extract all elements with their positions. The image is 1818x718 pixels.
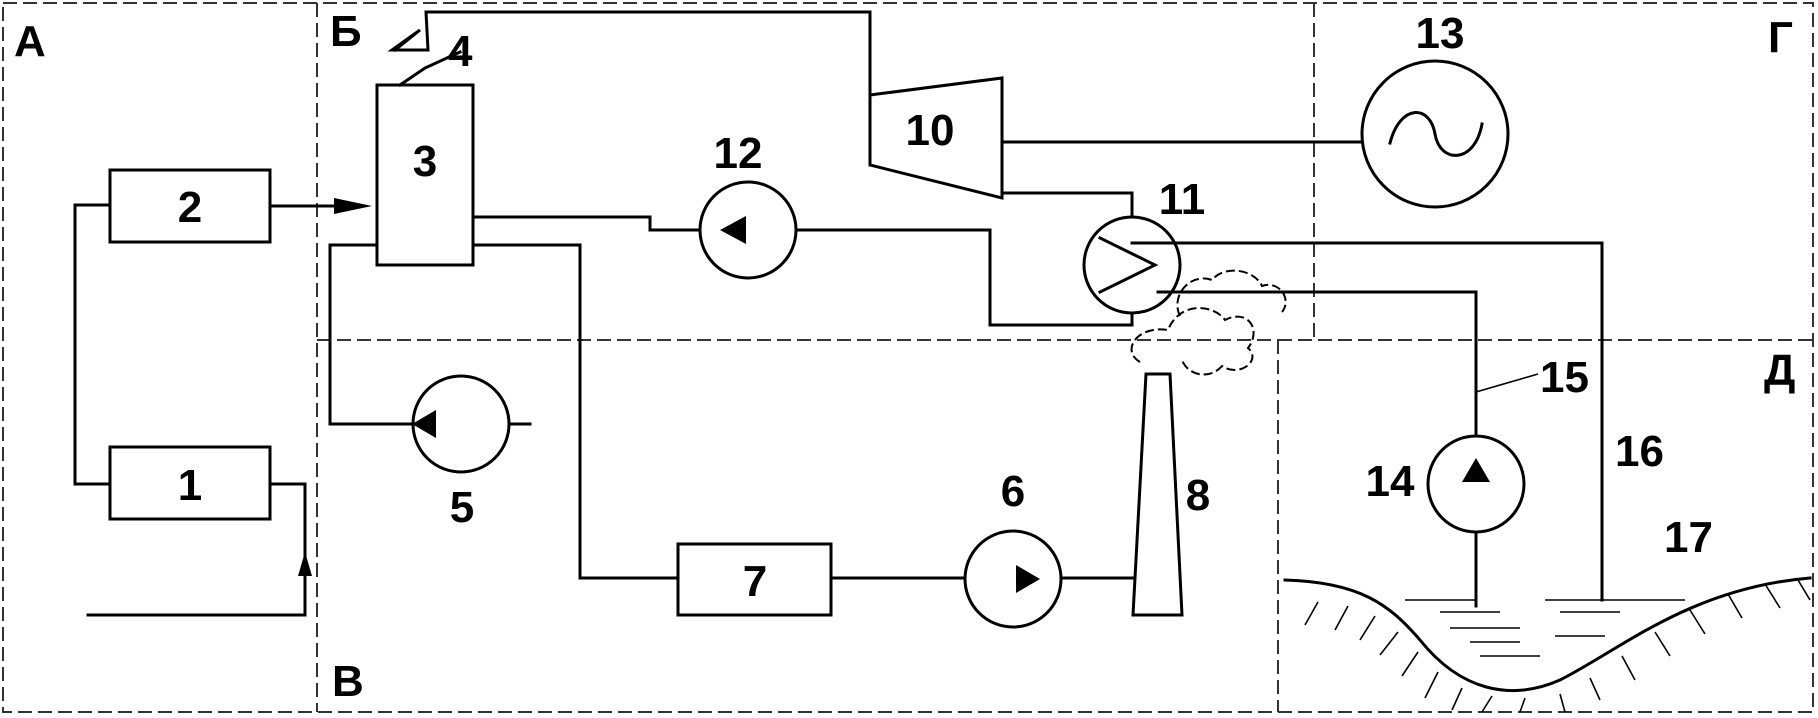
exhauster-6-arrow	[1016, 565, 1040, 593]
pump-12	[698, 180, 798, 280]
exhaust-10-11	[1000, 191, 1134, 220]
smoke-lower	[1130, 307, 1255, 376]
label-11: 11	[1159, 175, 1206, 224]
condensate-line	[793, 228, 1134, 327]
condenser-11	[1082, 215, 1182, 315]
flue-line-3-7	[471, 243, 680, 580]
filter-7	[676, 542, 833, 617]
label-4: 4	[448, 27, 473, 76]
fan-5-arrow	[412, 410, 436, 438]
label-4-leader	[397, 50, 462, 88]
boiler-3	[375, 83, 475, 267]
label-3: 3	[413, 137, 437, 186]
pump-14-arrow	[1462, 458, 1490, 482]
label-15-leader	[1475, 373, 1539, 393]
label-2: 2	[178, 183, 202, 232]
label-6: 6	[1001, 467, 1025, 516]
turbine-10	[868, 76, 1004, 200]
condenser-coil	[1097, 235, 1159, 295]
input-to-1	[86, 482, 307, 617]
label-12: 12	[714, 129, 763, 178]
reservoir-bed	[1283, 576, 1812, 692]
arrow-input-1	[298, 552, 312, 576]
label-14: 14	[1366, 457, 1415, 506]
block-1	[108, 445, 272, 521]
zone-label-a: А	[14, 17, 46, 66]
pump-12-arrow	[720, 216, 746, 244]
water-lines	[1405, 599, 1685, 657]
label-16: 16	[1615, 427, 1664, 476]
ground-hatching	[1304, 579, 1811, 713]
label-8: 8	[1186, 471, 1210, 520]
block-2	[108, 168, 272, 244]
zone-label-g: Г	[1768, 13, 1793, 62]
cooling-line-16	[1130, 241, 1604, 534]
label-1: 1	[178, 461, 202, 510]
cooling-line-15	[1156, 290, 1478, 438]
label-5: 5	[450, 483, 474, 532]
label-10: 10	[906, 106, 955, 155]
air-line-5	[328, 243, 417, 426]
arrow-2-3	[334, 198, 372, 214]
link-1-2	[73, 203, 112, 486]
smoke-upper	[1176, 269, 1287, 317]
label-7: 7	[743, 557, 767, 606]
sine-icon	[1388, 111, 1484, 157]
chimney-8	[1131, 372, 1184, 617]
label-13: 13	[1416, 9, 1465, 58]
zone-label-b: Б	[330, 7, 362, 56]
feedwater-12-3	[471, 215, 702, 232]
pump-14	[1426, 434, 1526, 534]
zone-label-v: В	[332, 657, 364, 706]
exhauster-6	[963, 529, 1063, 629]
zone-label-d: Д	[1764, 346, 1795, 395]
label-15: 15	[1540, 353, 1589, 402]
label-17: 17	[1664, 513, 1713, 562]
